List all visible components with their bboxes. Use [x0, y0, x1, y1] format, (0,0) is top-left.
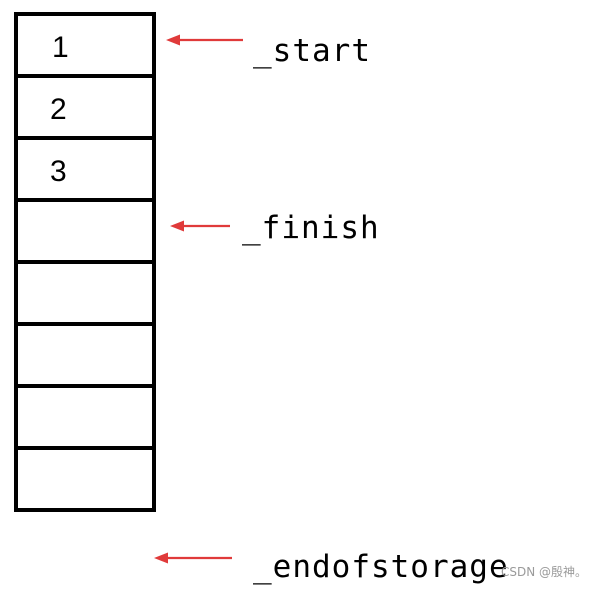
arrow-left-icon: [154, 552, 232, 564]
arrow-left-icon: [166, 34, 243, 46]
memory-cells: 1 2 3: [14, 12, 156, 512]
pointer-label-start: _start: [253, 33, 371, 69]
pointer-finish: _finish: [170, 210, 380, 246]
memory-cell: [14, 12, 156, 78]
memory-cell: [14, 384, 156, 450]
memory-cell: [14, 260, 156, 326]
memory-cell: [14, 136, 156, 202]
cell-value: 2: [50, 93, 67, 126]
cell-value: 1: [52, 31, 69, 64]
pointer-label-finish: _finish: [242, 210, 380, 246]
pointer-endofstorage: _endofstorage: [154, 549, 509, 585]
cell-value: 3: [50, 155, 67, 188]
watermark-text: CSDN @殷神。: [501, 565, 587, 579]
pointer-start: _start: [166, 33, 371, 69]
memory-cell: [14, 446, 156, 512]
memory-cell: [14, 198, 156, 264]
pointer-label-endofstorage: _endofstorage: [253, 549, 509, 585]
arrow-left-icon: [170, 220, 230, 232]
memory-cell: [14, 74, 156, 140]
memory-cell: [14, 322, 156, 388]
